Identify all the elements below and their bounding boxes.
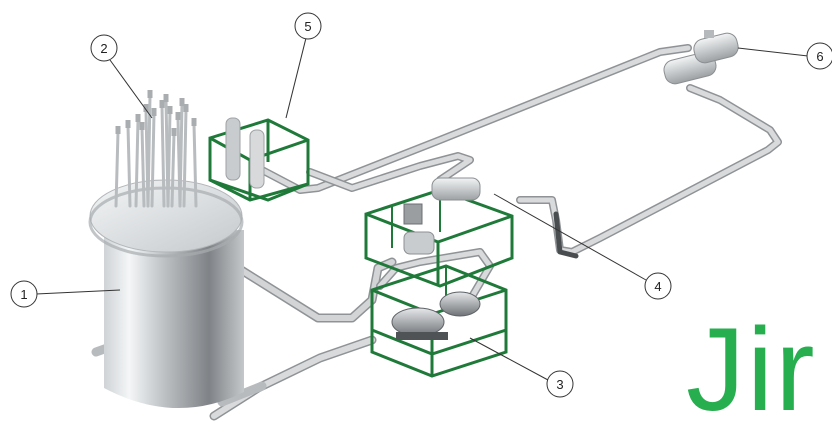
equipment-3-pump xyxy=(391,291,481,340)
control-rod-cap xyxy=(175,112,181,120)
control-rod-cap xyxy=(115,126,121,134)
pipe-stub-right xyxy=(217,381,267,407)
callout-1-leader xyxy=(35,289,121,295)
callout-6-label: 6 xyxy=(816,49,823,64)
equipment-4-pump xyxy=(403,177,481,255)
callout-2-circle xyxy=(90,34,118,62)
callout-2: 2 xyxy=(90,34,153,119)
control-rod xyxy=(140,126,146,208)
callout-2-leader xyxy=(109,59,153,119)
control-rod xyxy=(126,124,132,208)
callout-3-leader xyxy=(469,337,549,381)
callout-5: 5 xyxy=(285,12,322,119)
control-rod xyxy=(178,102,184,208)
control-rod-cap xyxy=(139,122,145,130)
control-rod-cap xyxy=(171,128,177,136)
callout-4-label: 4 xyxy=(654,279,661,294)
callout-1-label: 1 xyxy=(20,287,27,302)
control-rod-cap xyxy=(191,118,197,126)
pipe-frame4-to-frame5 xyxy=(306,152,474,192)
pipe-frame3-to-frame4 xyxy=(376,248,494,304)
callout-4-circle xyxy=(644,272,672,300)
callout-3-circle xyxy=(546,370,574,398)
control-rod xyxy=(192,122,198,208)
callout-4-leader xyxy=(493,193,647,281)
reactor-vessel xyxy=(88,179,244,409)
pipe-vessel-to-pump xyxy=(233,257,397,323)
pipe-dark-drop xyxy=(553,211,579,259)
control-rod-cap xyxy=(151,108,157,116)
callout-2-label: 2 xyxy=(100,41,107,56)
control-rod-cap xyxy=(163,94,169,102)
control-rod xyxy=(134,118,140,208)
callout-1: 1 xyxy=(10,280,121,308)
control-rod-cap xyxy=(167,106,173,114)
control-rod-cap xyxy=(183,104,189,112)
callouts: 1 2 3 4 5 xyxy=(10,12,832,398)
callout-1-circle xyxy=(10,280,38,308)
pipe-frame5-to-exchanger xyxy=(258,44,692,194)
callout-6-leader xyxy=(737,47,809,57)
control-rod xyxy=(170,132,176,208)
callout-5-circle xyxy=(294,12,322,40)
callout-5-leader xyxy=(285,37,307,119)
control-rod xyxy=(150,112,156,208)
control-rod xyxy=(114,130,120,208)
control-rod-cap xyxy=(135,114,141,122)
callout-5-label: 5 xyxy=(304,19,311,34)
control-rod xyxy=(164,98,170,208)
pipe-pump-to-vessel-base xyxy=(209,335,377,421)
control-rod-cap xyxy=(125,120,131,128)
brand-wordmark: Jir xyxy=(686,304,817,432)
control-rod-cap xyxy=(147,90,153,98)
callout-3: 3 xyxy=(469,337,574,398)
callout-3-label: 3 xyxy=(556,377,563,392)
heat-exchanger xyxy=(663,30,739,85)
equipment-5-vessel xyxy=(225,117,265,189)
control-rod-cap xyxy=(179,98,185,106)
control-rod-cap xyxy=(159,100,165,108)
control-rod xyxy=(182,108,188,208)
control-rod-cap xyxy=(143,104,149,112)
callout-6-circle xyxy=(806,42,832,70)
callout-6: 6 xyxy=(737,42,832,70)
callout-4: 4 xyxy=(493,193,672,300)
control-rod xyxy=(160,104,166,208)
control-rods xyxy=(114,90,198,208)
